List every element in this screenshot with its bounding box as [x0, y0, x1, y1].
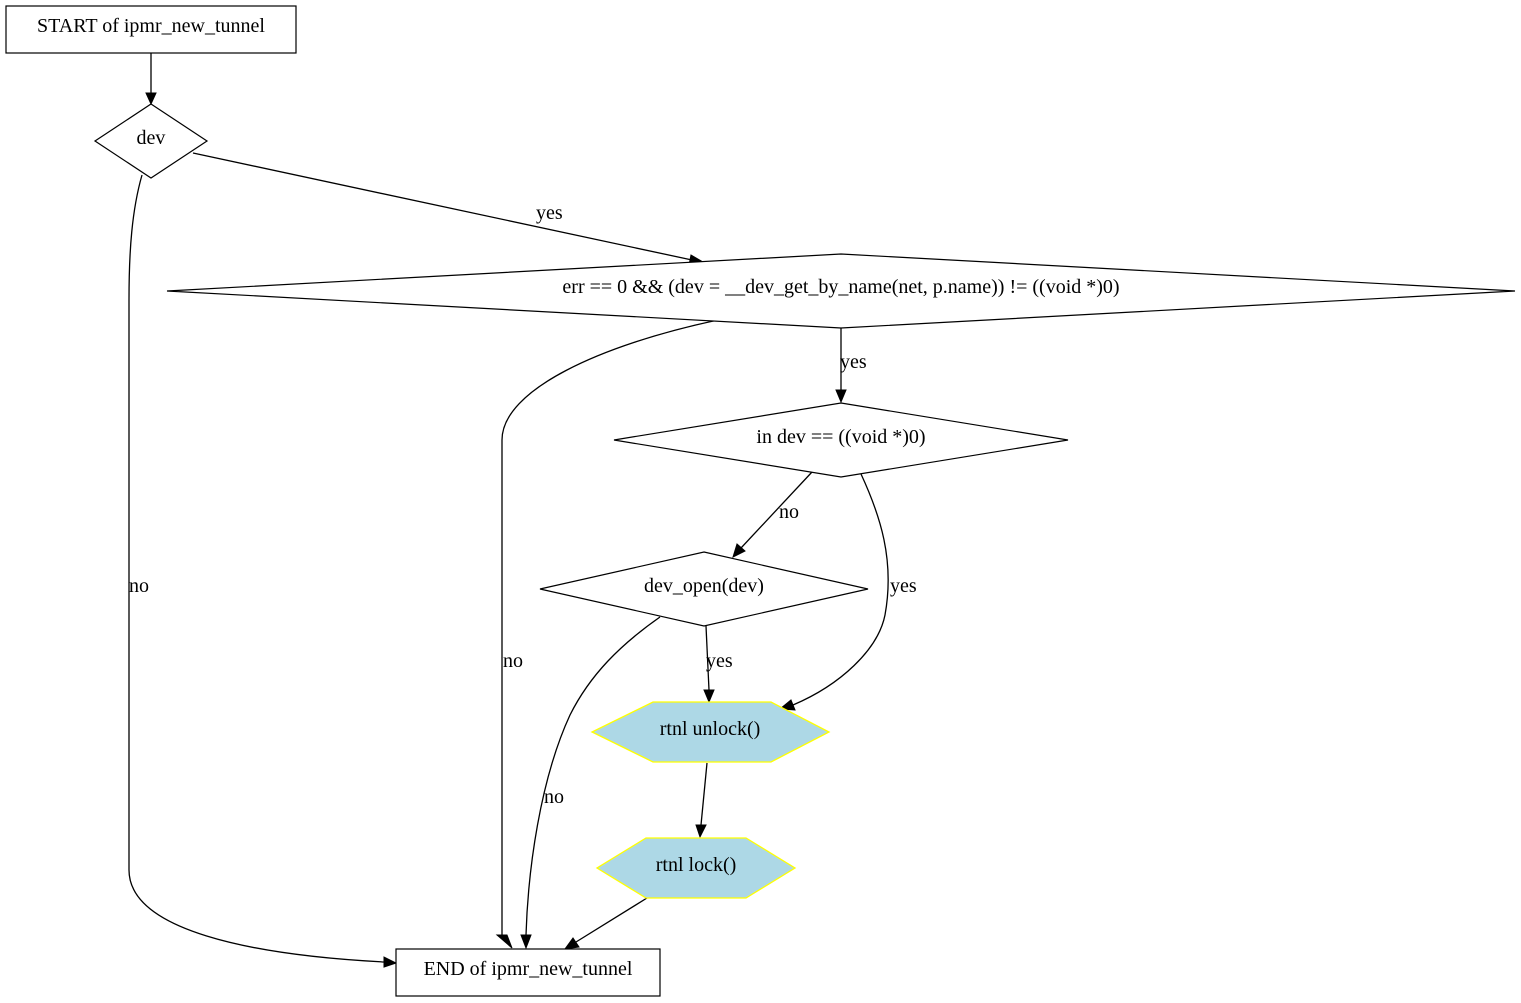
edge-unlock-to-lock — [700, 762, 708, 826]
arrowhead — [383, 956, 398, 968]
arrowhead — [695, 824, 707, 839]
edge-dev-open-no — [525, 616, 661, 936]
edge-err-no — [501, 319, 719, 935]
edge-dev-open-yes — [705, 625, 710, 691]
start-node-label: START of ipmr_new_tunnel — [37, 15, 265, 37]
arrowhead — [520, 934, 532, 950]
decision-dev-open: dev_open(dev) — [539, 551, 869, 627]
edge-label-err-no: no — [503, 650, 523, 672]
edge-label-dev-yes: yes — [536, 202, 563, 224]
action-rtnl-lock: rtnl lock() — [595, 837, 797, 899]
edge-label-dev-open-no: no — [544, 786, 564, 808]
edge-labels: yes no yes no no yes yes no — [129, 202, 917, 808]
edge-label-in-dev-no: no — [779, 501, 799, 523]
arrowhead — [495, 934, 513, 949]
decision-dev: dev — [93, 103, 209, 179]
action-rtnl-lock-label: rtnl lock() — [656, 854, 737, 876]
edge-dev-no — [128, 174, 385, 963]
edge-label-dev-open-yes: yes — [706, 650, 733, 672]
end-node: END of ipmr_new_tunnel — [395, 948, 661, 997]
decision-in-dev: in dev == ((void *)0) — [613, 402, 1069, 478]
decision-err-label: err == 0 && (dev = __dev_get_by_name(net… — [562, 276, 1119, 298]
nodes: START of ipmr_new_tunnel dev err == 0 &&… — [5, 5, 1516, 997]
start-node: START of ipmr_new_tunnel — [5, 5, 297, 54]
edge-label-dev-no: no — [129, 575, 149, 597]
arrowhead — [835, 389, 847, 404]
action-rtnl-unlock: rtnl unlock() — [590, 701, 831, 763]
edge-in-dev-yes — [792, 473, 889, 706]
arrowhead — [563, 937, 580, 950]
edge-dev-yes — [192, 152, 693, 261]
arrowhead — [703, 689, 715, 704]
edge-lock-to-end — [575, 897, 648, 943]
edge-in-dev-no — [740, 471, 813, 549]
edges — [128, 53, 889, 968]
end-node-label: END of ipmr_new_tunnel — [424, 958, 633, 980]
decision-err: err == 0 && (dev = __dev_get_by_name(net… — [166, 253, 1516, 329]
arrowhead — [145, 92, 157, 106]
decision-dev-label: dev — [137, 127, 166, 149]
decision-in-dev-label: in dev == ((void *)0) — [756, 426, 925, 448]
action-rtnl-unlock-label: rtnl unlock() — [660, 718, 761, 740]
decision-dev-open-label: dev_open(dev) — [644, 575, 764, 597]
arrowhead — [732, 543, 746, 558]
edge-label-in-dev-yes: yes — [890, 575, 917, 597]
edge-label-err-yes: yes — [840, 351, 867, 373]
arrowhead — [778, 699, 796, 711]
